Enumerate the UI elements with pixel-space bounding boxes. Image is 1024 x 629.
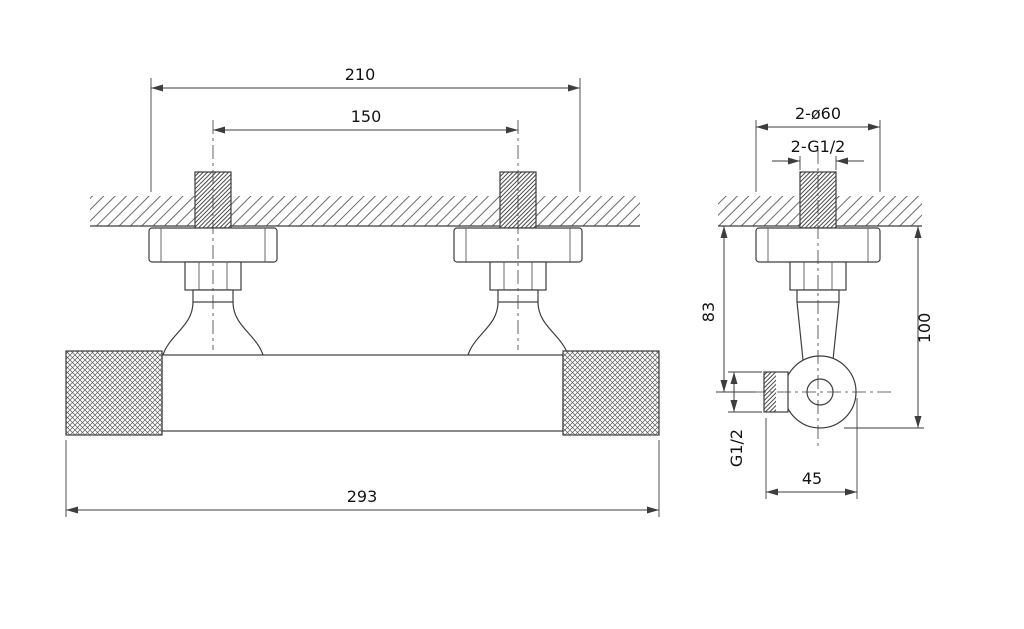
dim-100-label: 100 <box>915 313 934 344</box>
dim-d60-label: 2-ø60 <box>795 104 841 123</box>
dim-g12top-label: 2-G1/2 <box>791 137 846 156</box>
dim-150-label: 150 <box>351 107 382 126</box>
handle-left-knurl <box>66 351 162 435</box>
dimension-inlet-thread: 2-G1/2 <box>772 137 864 170</box>
taper-right-edge <box>832 301 840 361</box>
dimension-83: 83 <box>699 226 756 393</box>
dimension-outlet-thread: G1/2 <box>727 371 762 467</box>
handle-right-outline <box>562 350 660 436</box>
curved-connector-right <box>467 301 569 356</box>
wall-section-front <box>90 196 640 227</box>
dimension-210: 210 <box>150 65 581 192</box>
dim-g12out-label: G1/2 <box>727 429 746 467</box>
dimension-45: 45 <box>765 398 858 499</box>
taper-left-edge <box>796 301 804 361</box>
connector-left-outer <box>162 301 194 356</box>
dimension-293: 293 <box>65 440 660 517</box>
front-view: 210 150 293 <box>65 65 660 517</box>
dimension-150: 150 <box>213 107 518 134</box>
valve-body-taper <box>796 301 840 361</box>
side-view: 2-ø60 2-G1/2 83 100 G1/2 <box>699 104 934 499</box>
handle-left-outline <box>65 350 163 436</box>
mixer-bar-body <box>161 354 564 432</box>
dim-83-label: 83 <box>699 302 718 322</box>
curved-connector-left <box>162 301 264 356</box>
dim-293-label: 293 <box>347 487 378 506</box>
connector-right-inner <box>467 301 499 356</box>
knurled-handle-right <box>562 350 660 436</box>
dim-210-label: 210 <box>345 65 376 84</box>
knurled-handle-left <box>65 350 163 436</box>
wall-hatch-front <box>90 196 640 226</box>
connector-left-inner <box>232 301 264 356</box>
dim-45-label: 45 <box>802 469 822 488</box>
handle-right-knurl <box>563 351 659 435</box>
connector-right-outer <box>537 301 569 356</box>
dimension-flange-diameter: 2-ø60 <box>755 104 881 192</box>
